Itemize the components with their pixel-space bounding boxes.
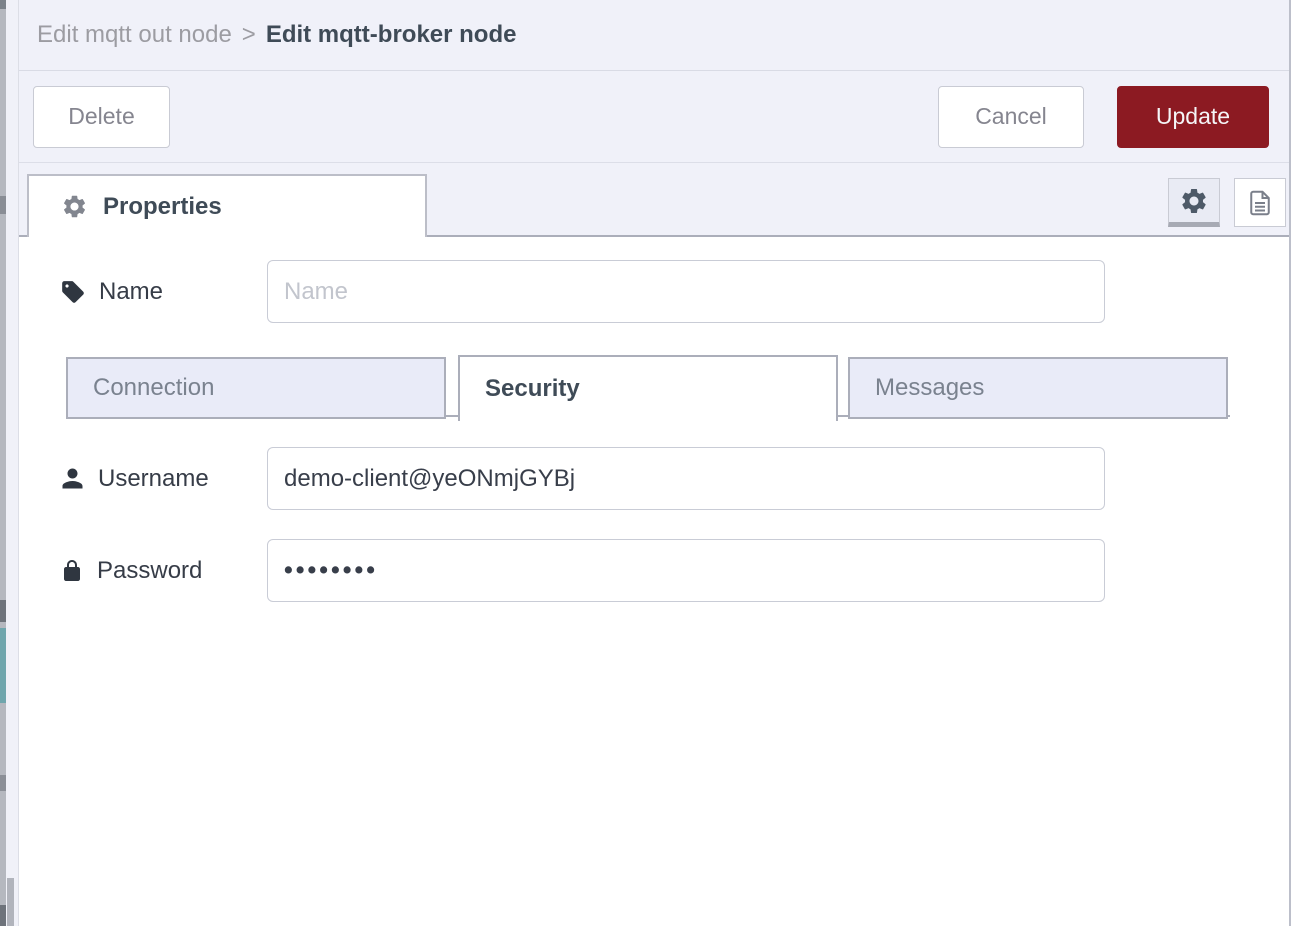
name-input[interactable] (267, 260, 1105, 323)
update-button[interactable]: Update (1117, 85, 1269, 148)
delete-button[interactable]: Delete (33, 85, 170, 148)
tab-properties[interactable]: Properties (27, 174, 427, 237)
user-icon (60, 466, 85, 491)
workspace-gutter (6, 0, 19, 926)
workspace-node-fragment (0, 0, 6, 9)
tab-messages[interactable]: Messages (848, 357, 1228, 419)
name-label-text: Name (99, 277, 164, 305)
editor-tab-bar: Properties (19, 163, 1289, 237)
tab-bar-border (19, 235, 1289, 237)
document-icon (1245, 188, 1275, 218)
workspace-scrollbar[interactable] (7, 878, 14, 926)
name-field-row: Name (19, 260, 1289, 323)
node-properties-view-button[interactable] (1168, 178, 1220, 227)
tab-connection[interactable]: Connection (66, 357, 446, 419)
workspace-node-fragment-teal (0, 628, 6, 703)
properties-tab-label: Properties (103, 192, 222, 220)
lock-icon (60, 559, 84, 583)
breadcrumb-parent[interactable]: Edit mqtt out node (37, 21, 232, 48)
workspace-edge-strip (0, 0, 6, 926)
node-description-view-button[interactable] (1234, 178, 1286, 227)
workspace-node-fragment (0, 905, 6, 926)
username-label-text: Username (98, 464, 209, 492)
password-field-row: Password (19, 539, 1289, 602)
username-input[interactable] (267, 447, 1105, 510)
workspace-node-fragment (0, 775, 6, 791)
password-label: Password (19, 557, 267, 585)
username-label: Username (19, 465, 267, 493)
tab-security[interactable]: Security (458, 355, 838, 421)
name-label: Name (19, 278, 267, 306)
tray-toolbar: Delete Cancel Update (19, 71, 1289, 163)
cancel-button[interactable]: Cancel (938, 85, 1084, 148)
username-field-row: Username (19, 447, 1289, 510)
tag-icon (60, 279, 86, 305)
gear-icon (1179, 186, 1209, 216)
gear-icon (61, 193, 88, 220)
workspace-node-fragment (0, 600, 6, 622)
edit-node-tray: Edit mqtt out node > Edit mqtt-broker no… (19, 0, 1291, 926)
breadcrumb-separator: > (241, 21, 256, 48)
password-input[interactable] (267, 539, 1105, 602)
password-label-text: Password (97, 556, 203, 584)
tray-header: Edit mqtt out node > Edit mqtt-broker no… (19, 0, 1289, 71)
workspace-node-fragment (0, 196, 6, 214)
broker-config-tabs: Connection Security Messages (66, 355, 1230, 421)
node-edit-form: Name Connection Security Messages Userna… (19, 237, 1289, 926)
breadcrumb-current: Edit mqtt-broker node (265, 21, 517, 48)
